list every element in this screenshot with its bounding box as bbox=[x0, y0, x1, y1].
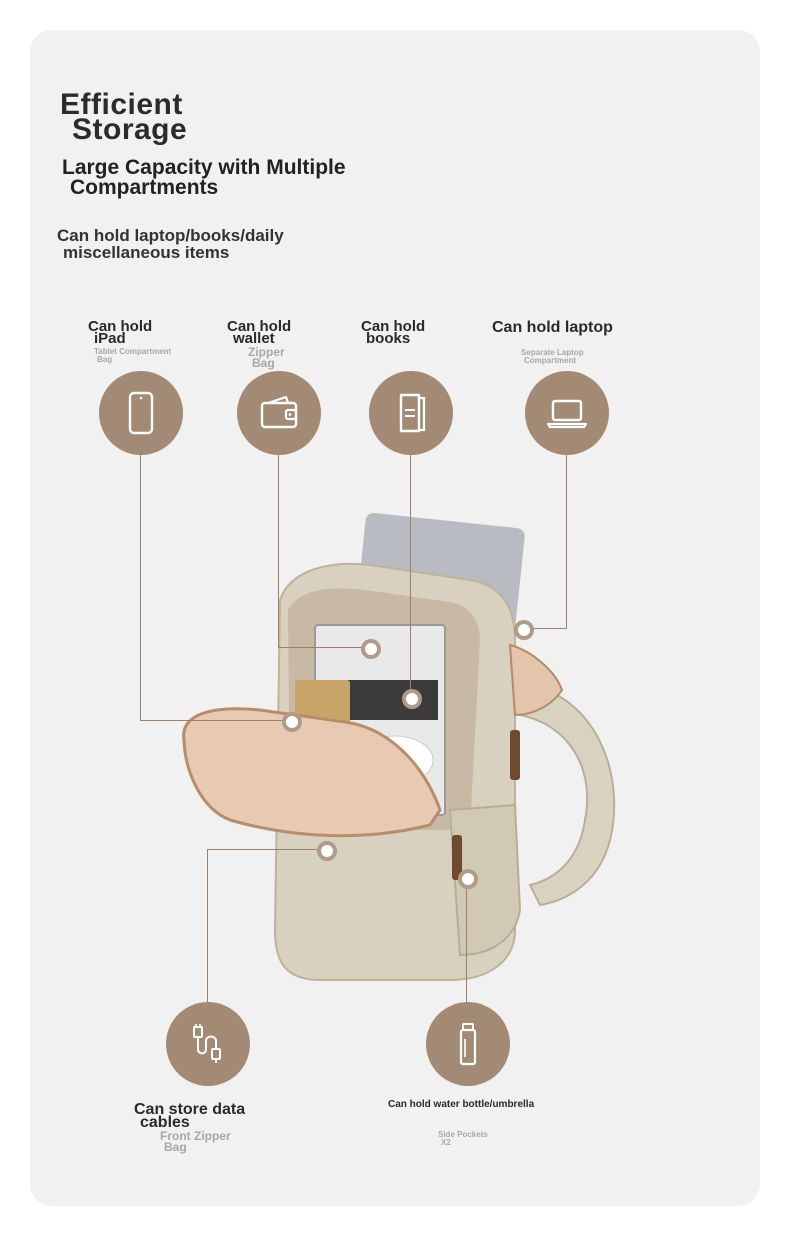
title-line-1: Efficient bbox=[60, 88, 183, 121]
ipad-connector-h bbox=[140, 720, 290, 721]
laptop-icon bbox=[546, 399, 588, 429]
cables-icon-circle bbox=[166, 1002, 250, 1086]
books-connector bbox=[410, 455, 411, 697]
laptop-sub-line-1: Separate Laptop bbox=[521, 348, 584, 357]
title-line-2: Storage bbox=[72, 113, 188, 146]
ipad-connector-v bbox=[140, 455, 141, 721]
wallet-connector-v bbox=[278, 455, 279, 648]
subtitle-line-2: Compartments bbox=[70, 176, 219, 199]
wallet-sub-line-2: Bag bbox=[252, 356, 275, 370]
laptop-hotspot bbox=[514, 620, 534, 640]
laptop-label: Can hold laptop bbox=[492, 319, 613, 336]
books-label-line-2: books bbox=[366, 330, 411, 347]
ipad-icon-circle bbox=[99, 371, 183, 455]
description-line-1: Can hold laptop/books/daily bbox=[57, 226, 284, 245]
ipad-hotspot bbox=[282, 712, 302, 732]
cables-label-line-1: Can store data bbox=[134, 1101, 246, 1118]
books-icon-circle bbox=[369, 371, 453, 455]
subtitle-line-1: Large Capacity with Multiple bbox=[62, 156, 346, 179]
books-label-line-1: Can hold bbox=[361, 318, 426, 335]
wallet-sub-line-1: Zipper bbox=[248, 345, 285, 359]
bottle-sub-line-1: Side Pockets bbox=[438, 1130, 488, 1139]
wallet-connector-h bbox=[278, 647, 369, 648]
wallet-hotspot bbox=[361, 639, 381, 659]
bottle-connector bbox=[466, 877, 467, 1002]
tablet-icon bbox=[128, 391, 154, 435]
laptop-connector-h bbox=[522, 628, 567, 629]
cables-hotspot bbox=[317, 841, 337, 861]
book-icon bbox=[399, 393, 426, 433]
ipad-label-line-2: iPad bbox=[94, 330, 126, 347]
cables-connector-v bbox=[207, 849, 208, 1002]
backpack-illustration bbox=[182, 513, 616, 981]
wallet-icon bbox=[260, 395, 298, 429]
laptop-icon-circle bbox=[525, 371, 609, 455]
cables-sub-line-2: Bag bbox=[164, 1140, 187, 1154]
wallet-label-line-2: wallet bbox=[233, 330, 275, 347]
ipad-label-line-1: Can hold bbox=[88, 318, 153, 335]
ipad-sub-line-2: Bag bbox=[97, 355, 113, 364]
wallet-icon-circle bbox=[237, 371, 321, 455]
bottle-hotspot bbox=[458, 869, 478, 889]
cables-connector-h bbox=[207, 849, 325, 850]
bottle-icon bbox=[459, 1023, 477, 1066]
cables-label-line-2: cables bbox=[140, 1114, 190, 1131]
bottle-icon-circle bbox=[426, 1002, 510, 1086]
description-line-2: miscellaneous items bbox=[63, 243, 230, 262]
laptop-sub-line-2: Compartment bbox=[524, 356, 577, 365]
cable-icon bbox=[193, 1024, 221, 1063]
ipad-sub-line-1: Tablet Compartment bbox=[94, 347, 172, 356]
cables-sub-line-1: Front Zipper bbox=[160, 1129, 231, 1143]
books-hotspot bbox=[402, 689, 422, 709]
laptop-connector-v bbox=[566, 455, 567, 629]
bottle-sub-line-2: X2 bbox=[441, 1138, 451, 1147]
wallet-label-line-1: Can hold bbox=[227, 318, 292, 335]
bottle-label: Can hold water bottle/umbrella bbox=[388, 1099, 535, 1110]
